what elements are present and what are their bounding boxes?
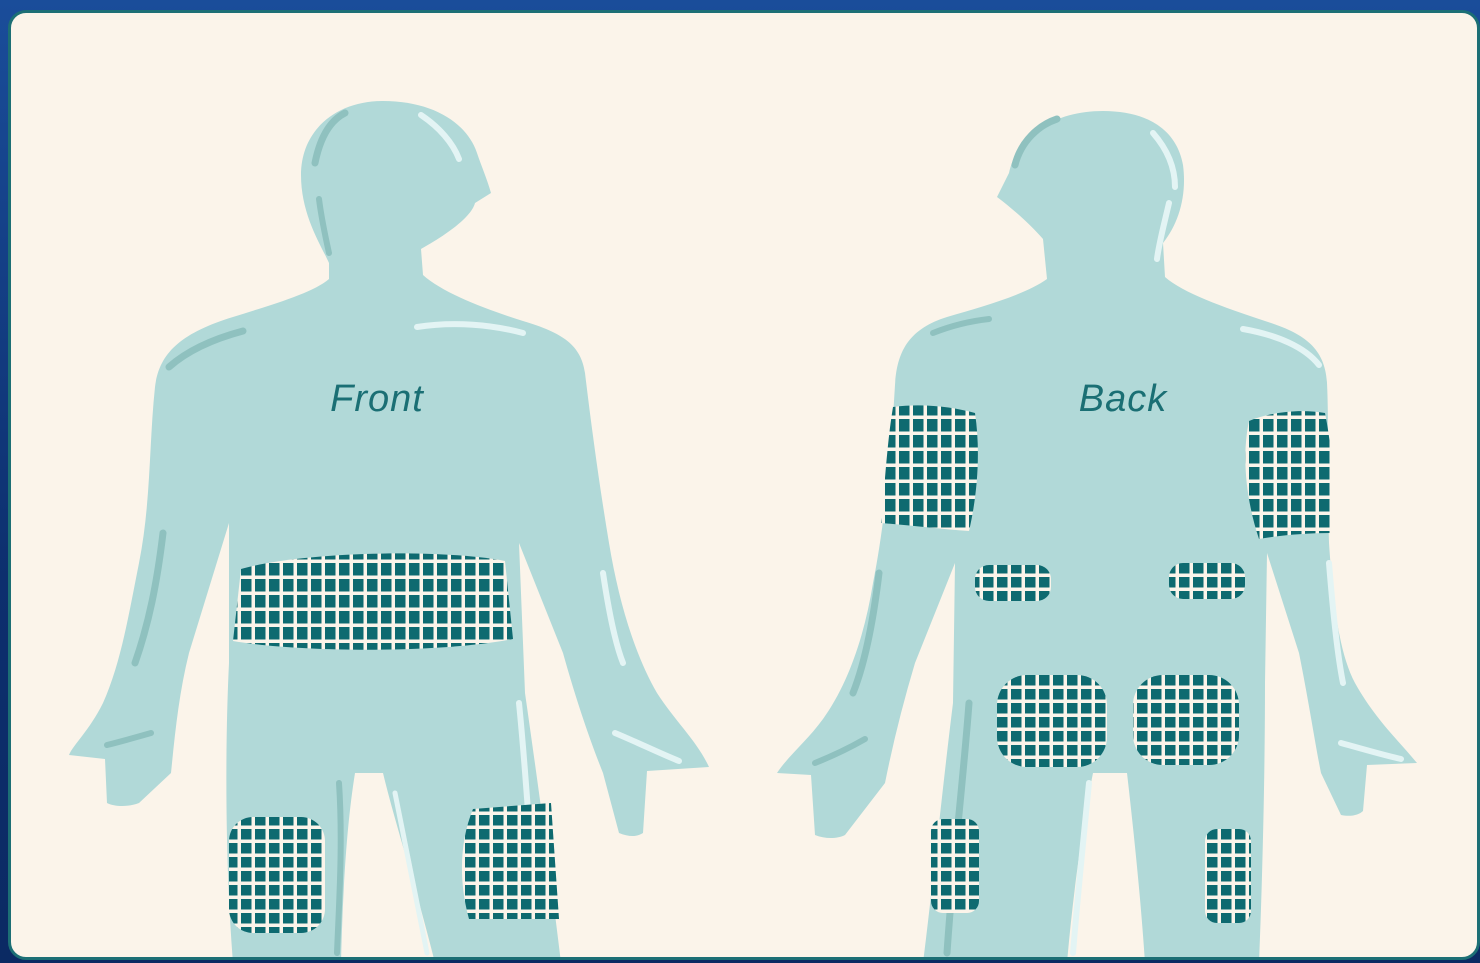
back-left-lower-back-site [975, 565, 1051, 601]
back-right-upper-arm-site [1245, 411, 1333, 539]
back-body-silhouette [777, 111, 1417, 957]
front-abdomen-site [233, 553, 513, 649]
front-right-thigh-site [462, 803, 559, 919]
front-figure: Front [69, 101, 709, 957]
diagram-panel: Front [8, 10, 1480, 960]
back-left-buttock-site [997, 675, 1107, 767]
back-right-buttock-site [1133, 675, 1239, 765]
front-label: Front [330, 378, 424, 420]
back-left-upper-arm-site [881, 405, 978, 531]
back-left-back-thigh-site [931, 819, 979, 913]
front-leg-shadow [337, 783, 341, 953]
back-right-back-thigh-site [1205, 829, 1251, 923]
injection-sites-diagram: Front [11, 13, 1477, 957]
back-label: Back [1079, 378, 1168, 420]
front-left-thigh-site [229, 817, 325, 933]
back-figure: Back [777, 111, 1417, 957]
back-right-lower-back-site [1169, 563, 1245, 599]
front-body-silhouette [69, 101, 709, 957]
